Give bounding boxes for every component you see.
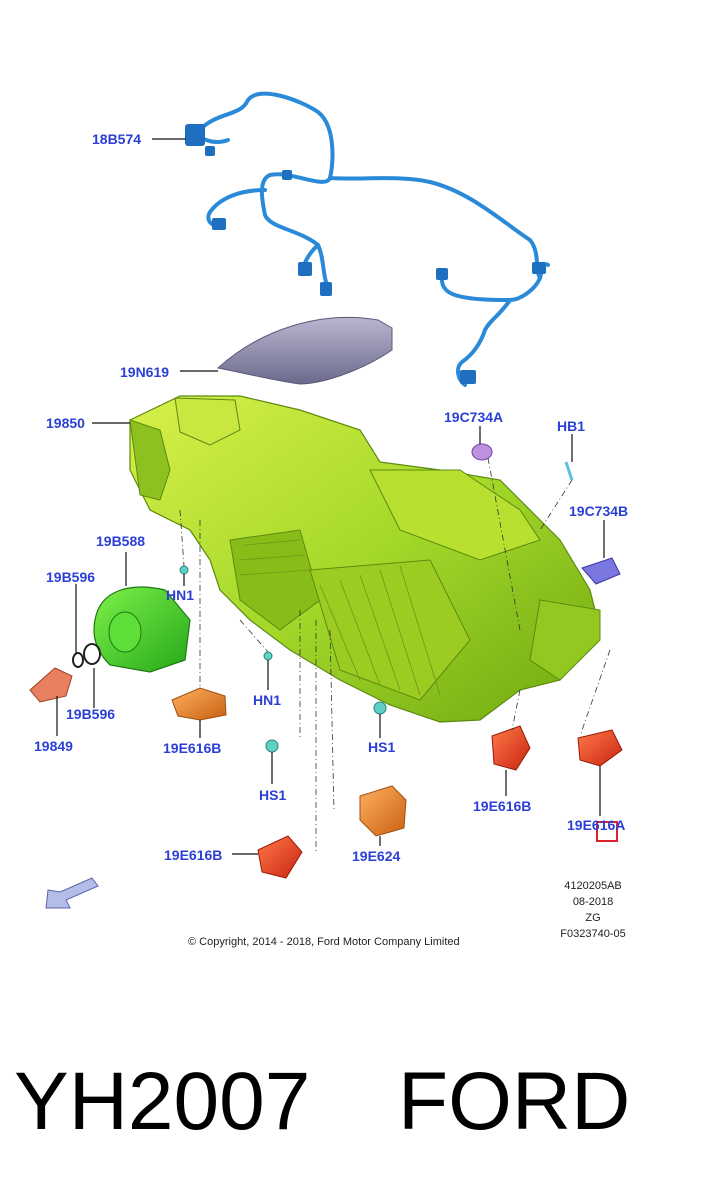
diagram-metadata: 4120205AB 08-2018 ZG F0323740-05: [548, 878, 638, 942]
footer-code: YH2007: [14, 1056, 311, 1147]
dash-lines: [179, 457, 611, 852]
label-19b588[interactable]: 19B588: [96, 533, 146, 549]
meta-line-4: F0323740-05: [560, 928, 626, 940]
hvac-exploded-diagram: [29, 91, 623, 909]
copyright-notice: © Copyright, 2014 - 2018, Ford Motor Com…: [188, 936, 460, 948]
label-19b596-a[interactable]: 19B596: [46, 569, 96, 585]
blower-motor: [29, 667, 73, 703]
seal-rings: [72, 643, 101, 668]
actuator-right-a: [577, 729, 623, 767]
blower-fan: [93, 586, 191, 673]
label-19850[interactable]: 19850: [46, 415, 85, 431]
label-hb1[interactable]: HB1: [557, 418, 586, 434]
actuator-right-b: [491, 725, 531, 771]
label-hs1-right[interactable]: HS1: [368, 739, 396, 755]
label-18b574[interactable]: 18B574: [92, 131, 142, 147]
label-hn1-mid[interactable]: HN1: [253, 692, 282, 708]
label-19e624[interactable]: 19E624: [352, 848, 401, 864]
label-19e616b-right[interactable]: 19E616B: [473, 798, 532, 814]
wiring-harness: [193, 91, 550, 387]
label-19c734a[interactable]: 19C734A: [444, 409, 504, 425]
footer-brand: FORD: [398, 1056, 631, 1147]
top-cover: [216, 317, 393, 385]
sensor-right: [581, 557, 621, 585]
label-hn1-top[interactable]: HN1: [166, 587, 195, 603]
label-19n619[interactable]: 19N619: [120, 364, 170, 380]
label-19e616b-left[interactable]: 19E616B: [163, 740, 222, 756]
direction-arrow-icon: [45, 877, 99, 909]
meta-line-3: ZG: [585, 912, 601, 924]
meta-line-2: 08-2018: [572, 896, 614, 908]
harness-connectors: [185, 124, 546, 384]
highlight-box: [596, 821, 618, 842]
sensor-top: [471, 443, 493, 461]
actuator-left: [171, 687, 227, 721]
label-19e616a[interactable]: 19E616A: [567, 817, 626, 833]
actuator-bottom-left: [257, 835, 303, 879]
label-19849[interactable]: 19849: [34, 738, 73, 754]
label-19c734b[interactable]: 19C734B: [569, 503, 629, 519]
meta-line-1: 4120205AB: [564, 880, 622, 892]
label-19b596-b[interactable]: 19B596: [66, 706, 116, 722]
hb1-clip: [564, 461, 574, 481]
blend-door-resistor: [359, 785, 407, 837]
hvac-housing: [129, 395, 601, 723]
leader-lines: [56, 138, 605, 855]
label-19e616b-bottom[interactable]: 19E616B: [164, 847, 223, 863]
label-hs1-left[interactable]: HS1: [259, 787, 287, 803]
